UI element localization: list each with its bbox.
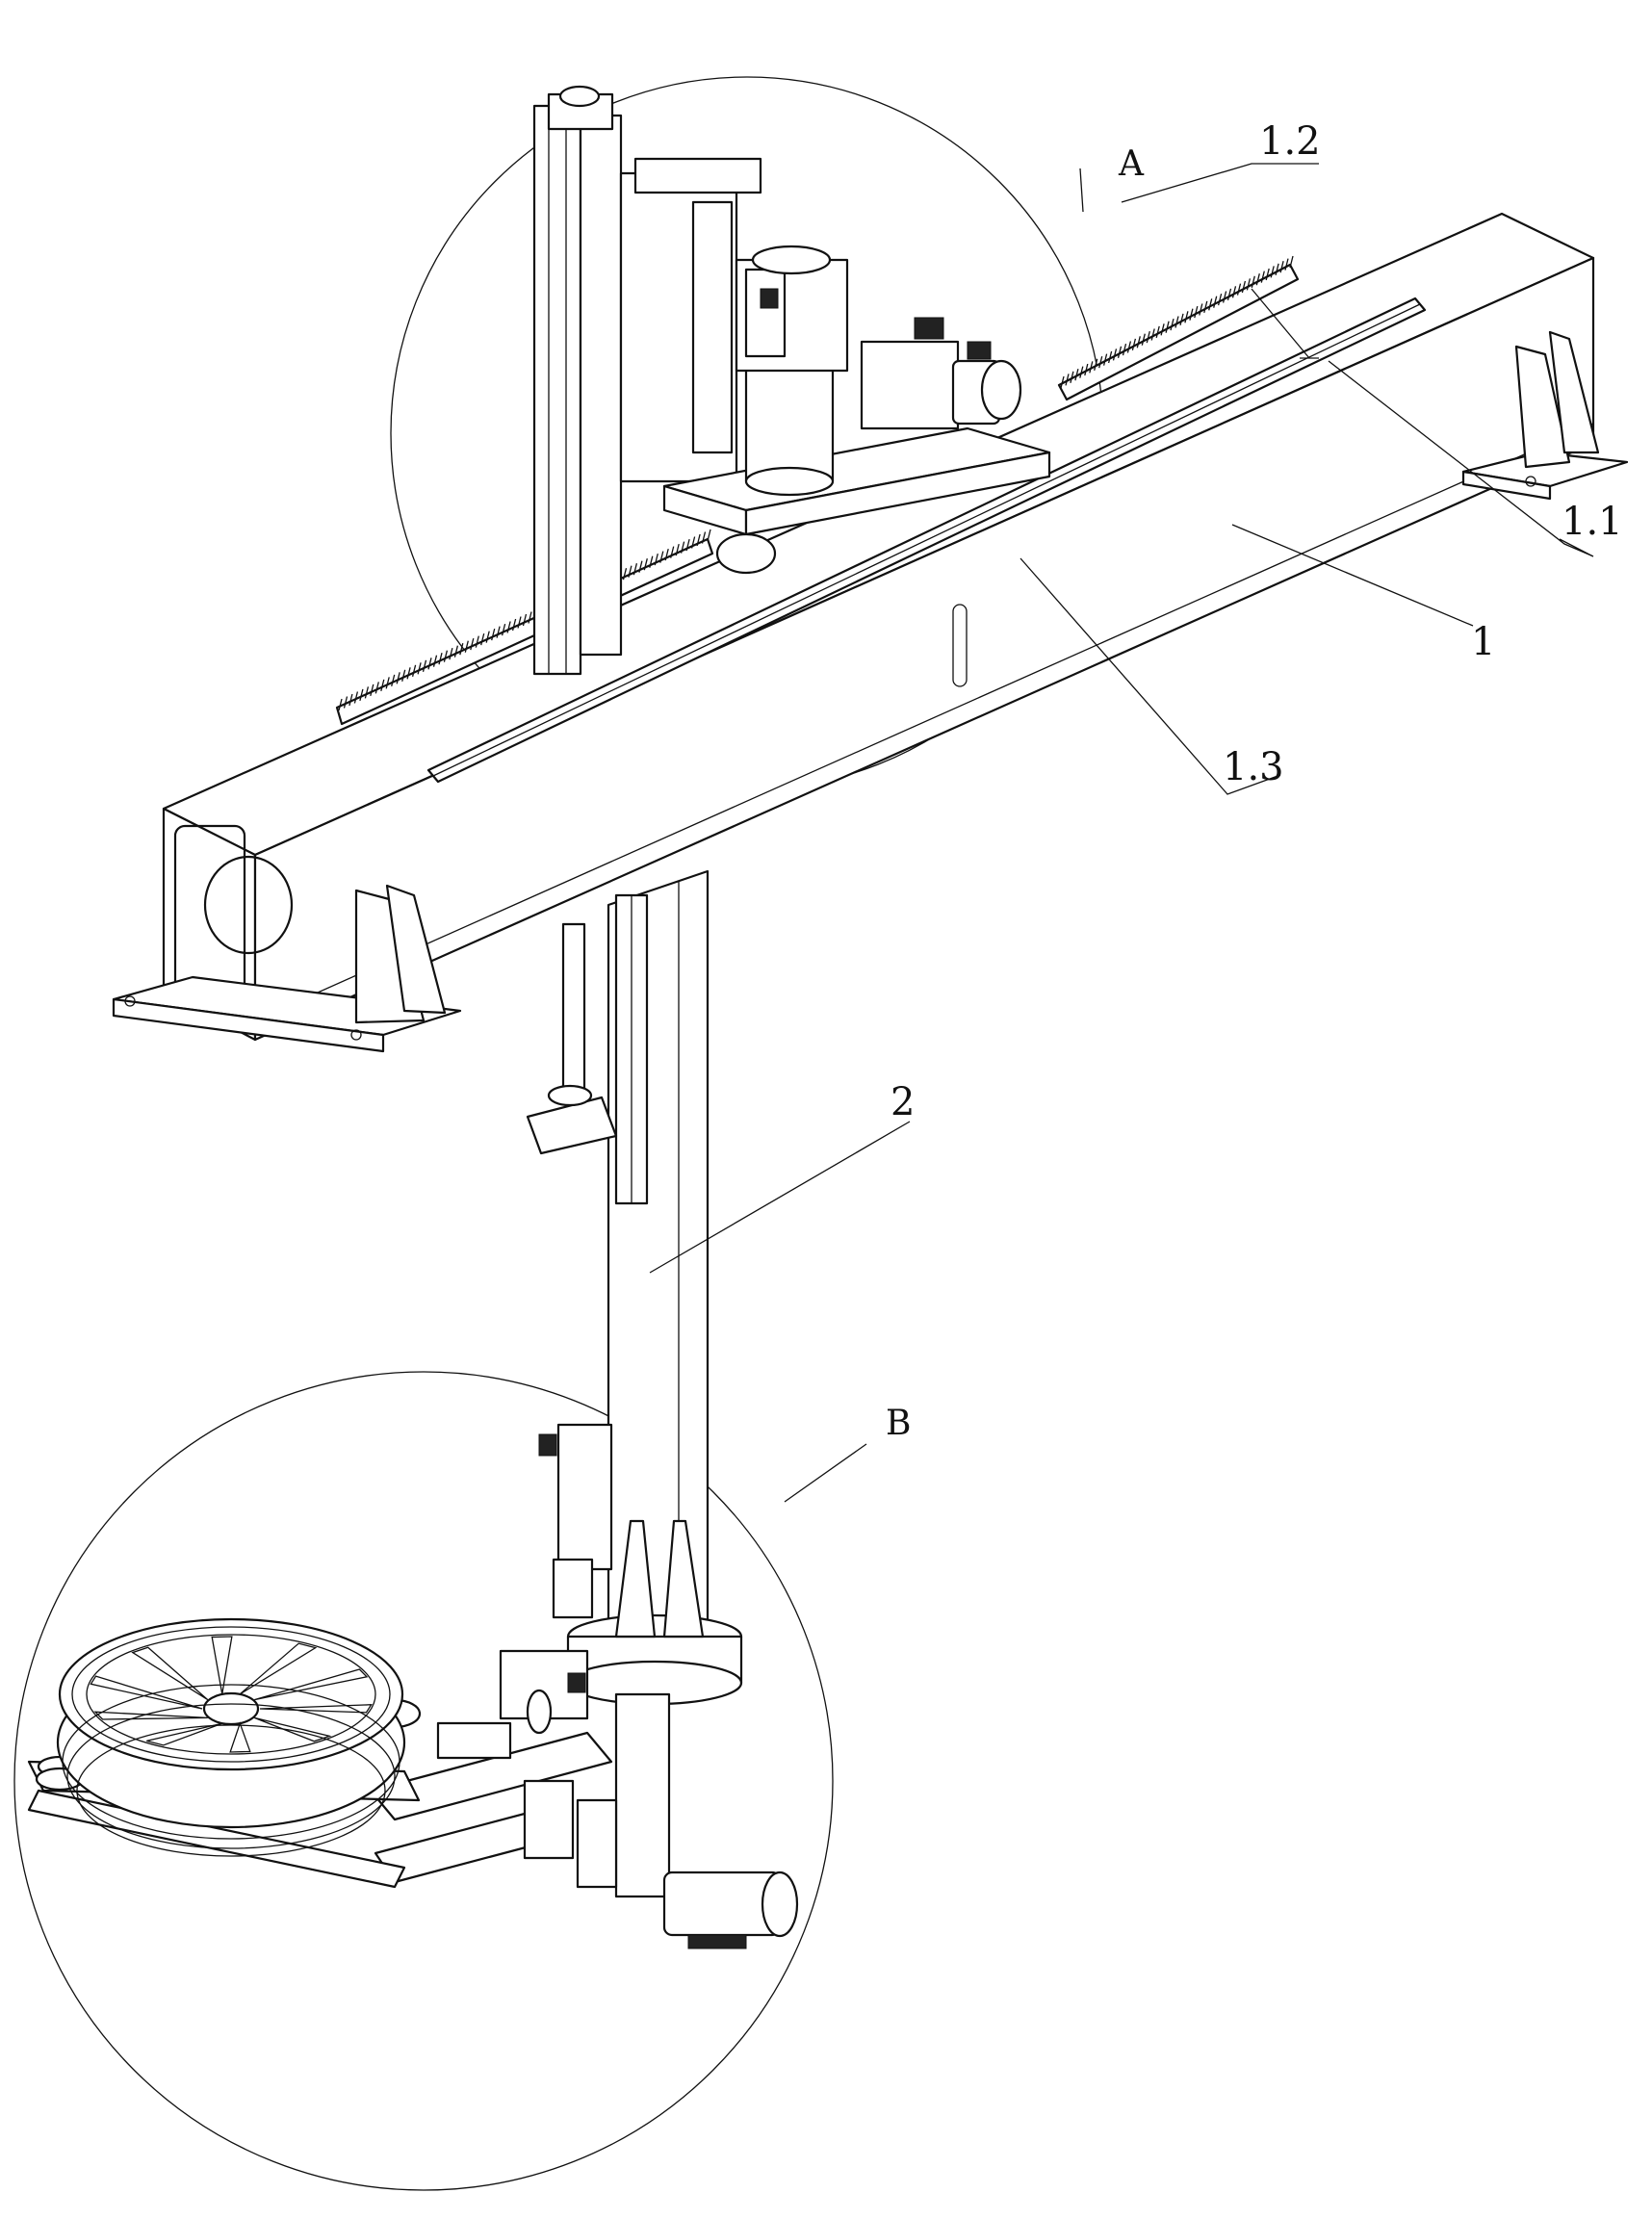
label-detail-a: A xyxy=(1118,144,1145,184)
wheel-spoke xyxy=(259,1704,373,1714)
wheel-spoke xyxy=(131,1646,209,1701)
gantry-beam xyxy=(162,212,1595,1042)
beam-foot-right xyxy=(1461,330,1629,501)
beam-foot-left xyxy=(112,884,462,1053)
label-carriage: 1.3 xyxy=(1223,745,1284,789)
vertical-column xyxy=(526,85,762,1648)
carriage-assembly xyxy=(662,245,1051,575)
label-column: 2 xyxy=(891,1080,915,1124)
label-rail: 1.1 xyxy=(1562,500,1623,544)
label-rack: 1.2 xyxy=(1259,119,1321,164)
wheel-spoke xyxy=(90,1675,203,1710)
wheel-spoke xyxy=(211,1636,233,1694)
wheel-spoke xyxy=(93,1711,208,1720)
label-detail-b: B xyxy=(886,1404,911,1443)
leader-lines xyxy=(649,163,1594,1503)
label-beam: 1 xyxy=(1471,620,1495,664)
linear-rail xyxy=(426,297,1427,784)
wheel-spoke xyxy=(254,1668,369,1701)
wheel-spoke xyxy=(239,1642,318,1695)
alloy-wheel xyxy=(56,1617,406,1857)
gear-rack-rear xyxy=(1057,255,1300,401)
wheel-spoke xyxy=(146,1722,222,1746)
wheel-spoke xyxy=(229,1721,251,1753)
detail-circle-b xyxy=(13,1371,834,2191)
